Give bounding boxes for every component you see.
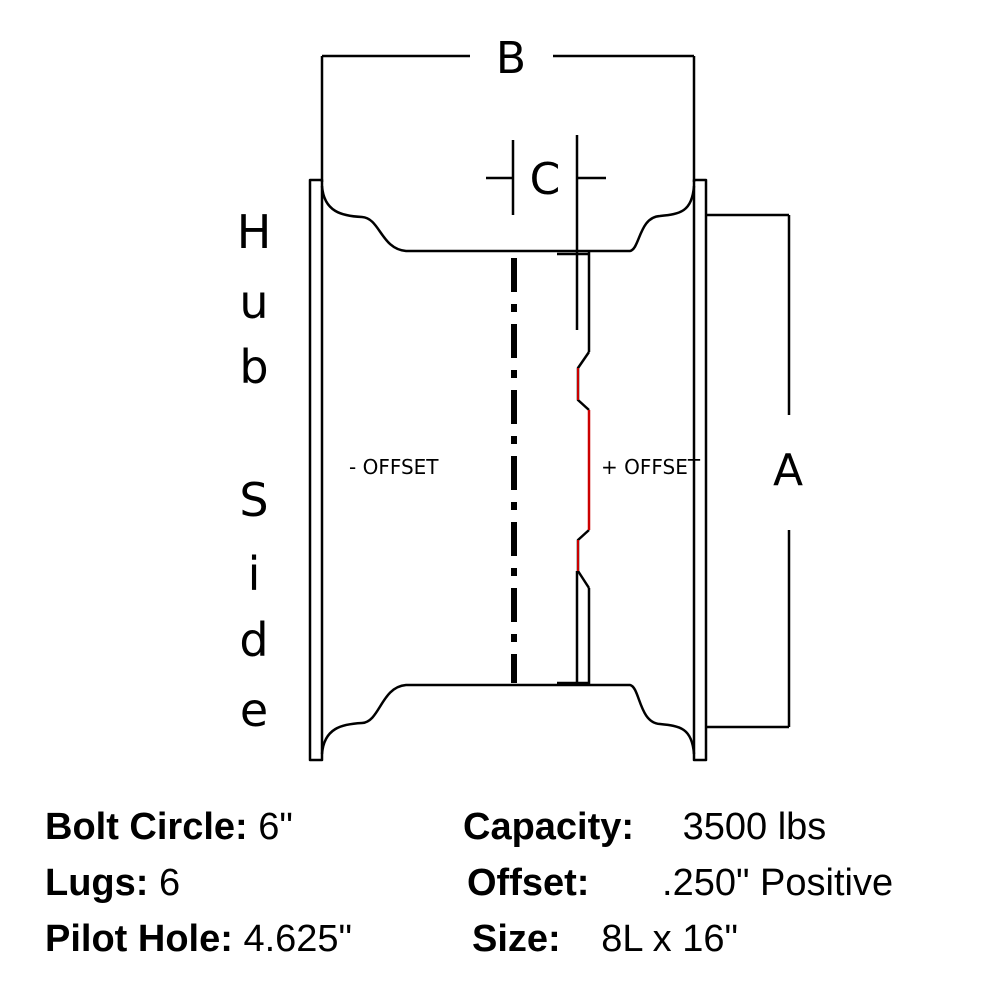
positive-offset-label: + OFFSET [601,455,701,479]
dimension-c-label: C [530,154,561,205]
wheel-profile [308,178,708,762]
spec-bolt-circle-label: Bolt Circle: [45,806,248,848]
hub-side-letter: S [239,473,268,527]
dimension-b-label: B [496,33,526,84]
dimension-a [706,213,791,729]
spec-offset-label: Offset: [467,862,590,904]
hub-side-letter: H [237,205,272,259]
spec-capacity-value: 3500 lbs [682,806,827,848]
hub-side-letter: b [239,340,268,394]
spec-lugs-label: Lugs: [45,862,149,904]
hub-side-letter: e [240,683,268,737]
dimension-b [320,54,696,182]
negative-offset-label: - OFFSET [349,455,439,479]
spec-bolt-circle: Bolt Circle: 6" [45,806,293,849]
spec-pilot-hole-label: Pilot Hole: [45,918,233,960]
spec-lugs-value: 6 [159,862,181,904]
spec-offset-value: .250" Positive [662,862,894,904]
spec-size-value: 8L x 16" [601,918,738,960]
spec-pilot-hole: Pilot Hole: 4.625" [45,918,352,961]
hub-side-letter: u [239,275,268,329]
dimension-a-label: A [773,445,803,496]
spec-bolt-circle-value: 6" [258,806,293,848]
hub-side-label: H u b S i d e [237,205,272,737]
spec-pilot-hole-value: 4.625" [243,918,353,960]
spec-offset: Offset: .250" Positive [467,862,893,905]
wheel-cross-section-diagram: B C A - OFFSET + O [237,33,803,762]
spec-capacity: Capacity: 3500 lbs [463,806,826,849]
hub-side-letter: d [239,613,268,667]
spec-size-label: Size: [472,918,561,960]
dimension-c [486,135,606,330]
spec-capacity-label: Capacity: [463,806,635,848]
spec-lugs: Lugs: 6 [45,862,180,905]
spec-size: Size: 8L x 16" [472,918,738,961]
hub-side-letter: i [248,547,261,601]
